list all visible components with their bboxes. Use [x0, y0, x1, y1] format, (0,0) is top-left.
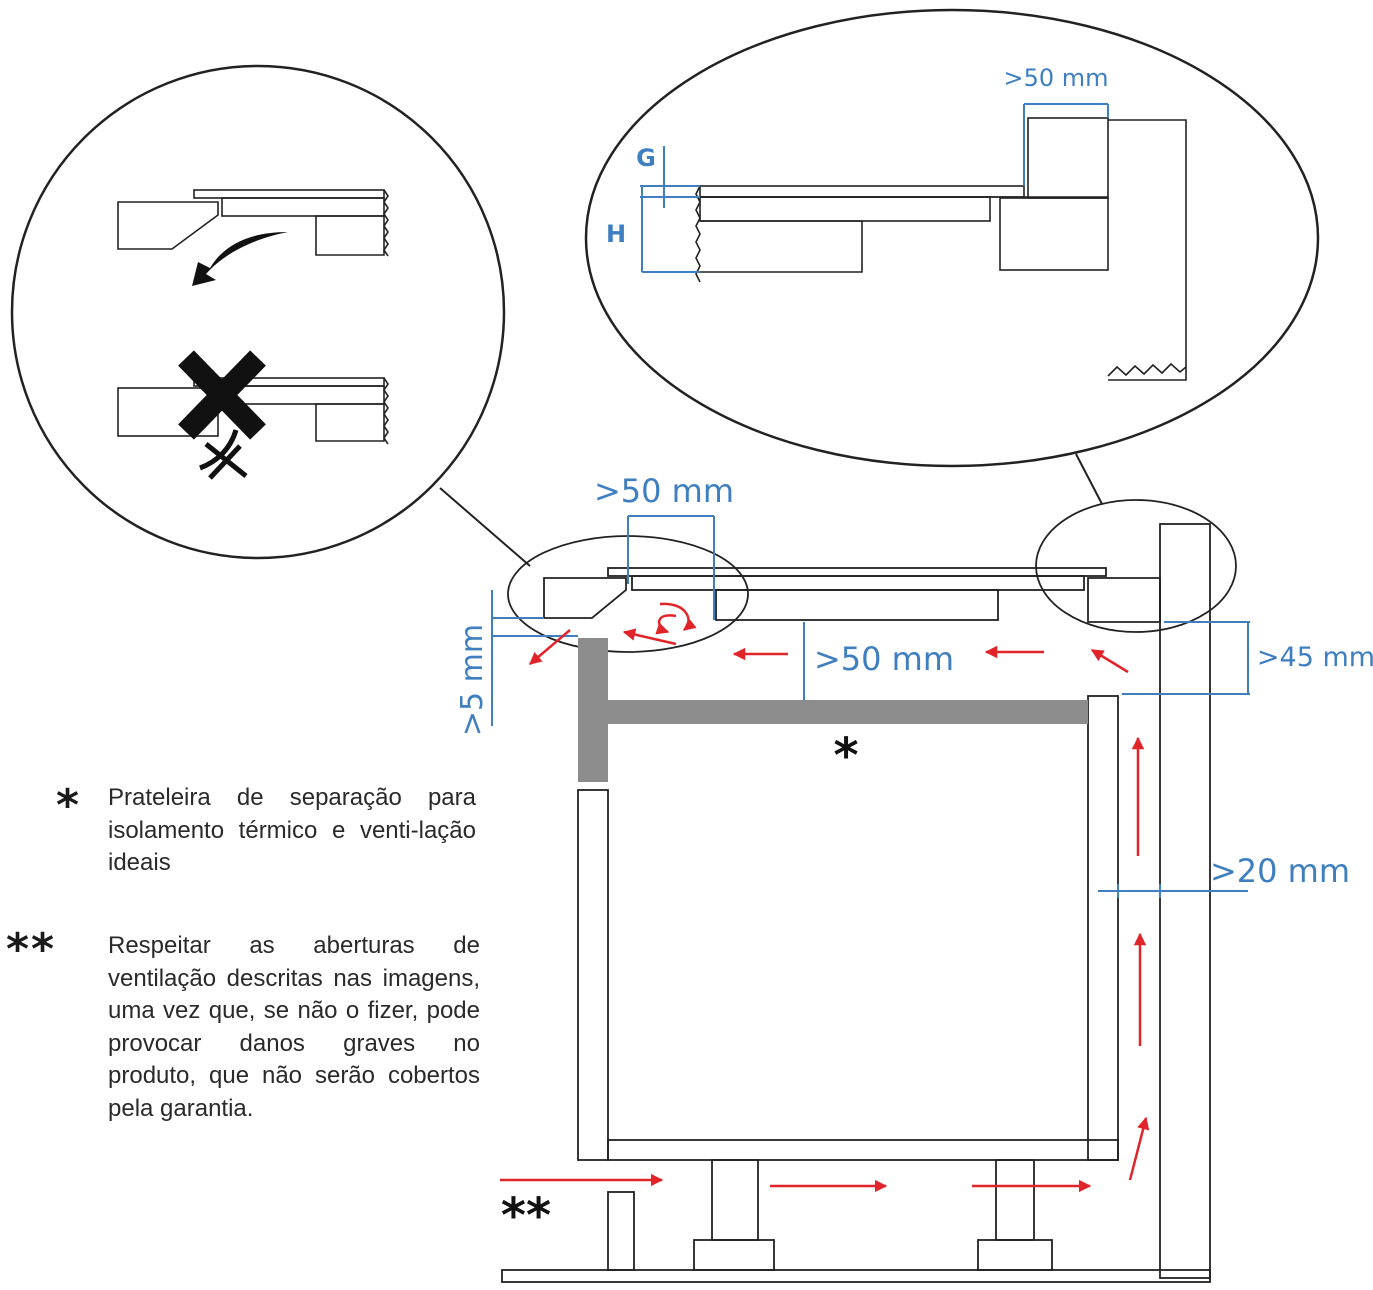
legend-mark-1: *	[56, 780, 80, 831]
cabinet-assembly	[501, 499, 1237, 1283]
legend-mark-2: **	[6, 924, 57, 975]
g-dimension	[640, 146, 700, 208]
h-dimension	[641, 186, 700, 273]
top-gap-label: >50 mm	[1003, 64, 1108, 92]
side-gap-dimension	[1122, 621, 1250, 695]
curved-arrow-icon	[192, 232, 288, 286]
zoom-gap-dimension	[627, 515, 715, 620]
front-gap-dimension	[491, 590, 578, 726]
rear-gap-label: >20 mm	[1210, 852, 1350, 890]
g-label: G	[636, 144, 656, 172]
rear-gap-dimension	[1098, 884, 1248, 898]
right-detail-ellipse: >50 mm G H	[584, 8, 1320, 505]
shelf-marker: *	[833, 728, 858, 784]
zoom-gap-label: >50 mm	[594, 472, 734, 510]
left-detail-circle	[10, 64, 531, 567]
correct-installation-detail	[117, 189, 389, 257]
legend-text-2: Respeitar as aberturas de ventilação des…	[108, 932, 480, 1122]
side-gap-label: >45 mm	[1257, 642, 1373, 673]
top-gap-dimension	[1023, 103, 1109, 186]
vent-marker: **	[501, 1188, 551, 1244]
mid-gap-label: >50 mm	[814, 640, 954, 678]
blocked-arrow-icon	[199, 429, 248, 480]
separation-shelf	[578, 638, 1088, 782]
legend-text-1: Prateleira de separação para isolamento …	[108, 784, 476, 876]
front-gap-label: >5 mm	[455, 624, 490, 736]
cross-icon	[178, 350, 266, 440]
airflow-arrows	[500, 602, 1150, 1193]
h-label: H	[606, 220, 626, 248]
